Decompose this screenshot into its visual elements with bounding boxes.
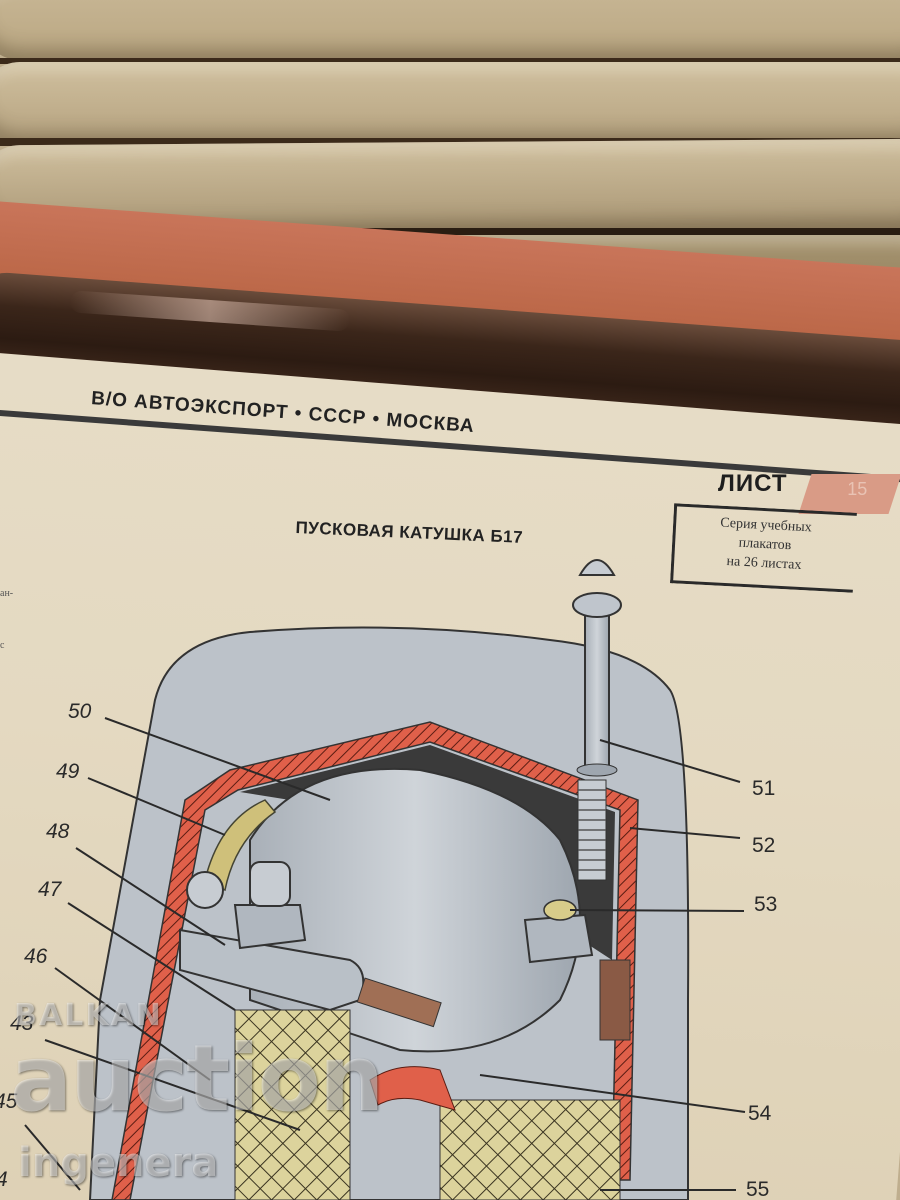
callout-46: 46 bbox=[24, 945, 48, 968]
callout-47: 47 bbox=[38, 878, 62, 901]
winding-right bbox=[439, 1099, 621, 1200]
braided-wire bbox=[204, 799, 277, 892]
watermark-auction: auction bbox=[10, 1025, 384, 1132]
sheet-label: ЛИСТ bbox=[718, 470, 788, 497]
winding-left bbox=[234, 1009, 351, 1200]
callout-43: 43 bbox=[10, 1012, 34, 1035]
contact-bracket bbox=[179, 928, 365, 1012]
callout-45: 45 bbox=[0, 1090, 18, 1113]
callout-55: 55 bbox=[746, 1178, 770, 1200]
red-gasket bbox=[369, 1066, 456, 1111]
roll-gap bbox=[0, 58, 900, 64]
callout-4x: 4 bbox=[0, 1168, 8, 1192]
watermark-balkan: BALKAN bbox=[14, 998, 163, 1033]
callout-48: 48 bbox=[46, 820, 70, 843]
leader-lines bbox=[24, 717, 746, 1191]
copper-strip bbox=[356, 977, 442, 1028]
callout-50: 50 bbox=[68, 700, 92, 723]
edge-fragment: ан- bbox=[0, 588, 14, 599]
spring bbox=[577, 779, 607, 881]
screw-terminals bbox=[186, 861, 594, 964]
rolled-poster bbox=[0, 0, 900, 60]
edge-fragment: с bbox=[0, 640, 5, 651]
callout-54: 54 bbox=[748, 1102, 772, 1125]
watermark-ingenera: ingenera bbox=[18, 1140, 219, 1186]
cutaway-wall-hatch bbox=[111, 721, 639, 1200]
callout-49: 49 bbox=[56, 760, 80, 783]
rolled-poster bbox=[0, 62, 900, 144]
callout-51: 51 bbox=[752, 777, 776, 800]
insulation bbox=[240, 745, 615, 960]
callout-53: 53 bbox=[754, 893, 778, 916]
callout-52: 52 bbox=[752, 834, 776, 857]
contact-plate bbox=[599, 959, 631, 1041]
